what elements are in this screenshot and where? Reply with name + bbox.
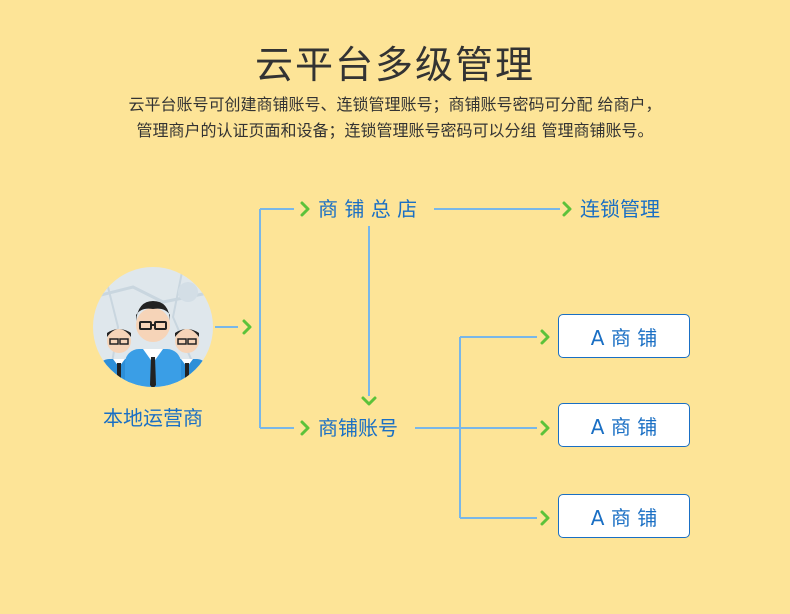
page-title: 云平台多级管理 [254, 43, 535, 87]
shop-box-1: A 商 铺 [558, 314, 690, 358]
head-store-node: 商 铺 总 店 [318, 197, 418, 221]
arrow-store-account-icon [300, 420, 310, 436]
arrow-operator-icon [242, 319, 252, 335]
arrow-head-store-icon [300, 201, 310, 217]
chain-management-node: 连锁管理 [580, 197, 660, 221]
arrow-chain-icon [562, 201, 572, 217]
operator-label: 本地运营商 [103, 406, 203, 430]
description-line-1: 云平台账号可创建商铺账号、连锁管理账号；商铺账号密码可分配 给商户， [128, 95, 662, 114]
operator-avatar-icon [93, 267, 213, 387]
arrow-shop-3-icon [540, 510, 550, 526]
description-line-2: 管理商户的认证页面和设备；连锁管理账号密码可以分组 管理商铺账号。 [136, 121, 654, 140]
shop-box-2: A 商 铺 [558, 403, 690, 447]
arrow-shop-1-icon [540, 329, 550, 345]
arrow-down-icon [361, 396, 377, 406]
arrow-shop-2-icon [540, 420, 550, 436]
description: 云平台账号可创建商铺账号、连锁管理账号；商铺账号密码可分配 给商户， 管理商户的… [0, 92, 790, 144]
store-account-node: 商铺账号 [318, 416, 398, 440]
shop-box-3: A 商 铺 [558, 494, 690, 538]
